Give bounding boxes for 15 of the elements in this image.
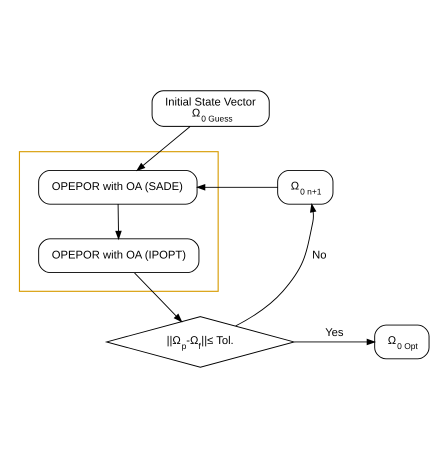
- node-box: OPEPOR with OA (SADE): [38, 170, 198, 205]
- node-box: Ω$_{0 n+1}$: [277, 170, 334, 205]
- node-box: OPEPOR with OA (IPOPT): [38, 238, 200, 274]
- arrow: [196, 184, 278, 191]
- arrow: [235, 202, 316, 326]
- cluster: [18, 151, 219, 292]
- arrow: [134, 272, 182, 323]
- arrow: [136, 126, 191, 172]
- edge-label: No: [312, 250, 327, 262]
- edge-label: Yes: [325, 326, 344, 339]
- node-box: Initial State Vector Ω$_{0 Guess}$: [152, 90, 270, 127]
- arrow: [294, 338, 376, 346]
- node-box: Ω$_{0 Opt}$: [374, 324, 430, 360]
- node-diamond: ||Ω$_{p}$-Ω$_{f}$||≤ Tol.: [104, 316, 296, 368]
- arrow: [115, 204, 122, 240]
